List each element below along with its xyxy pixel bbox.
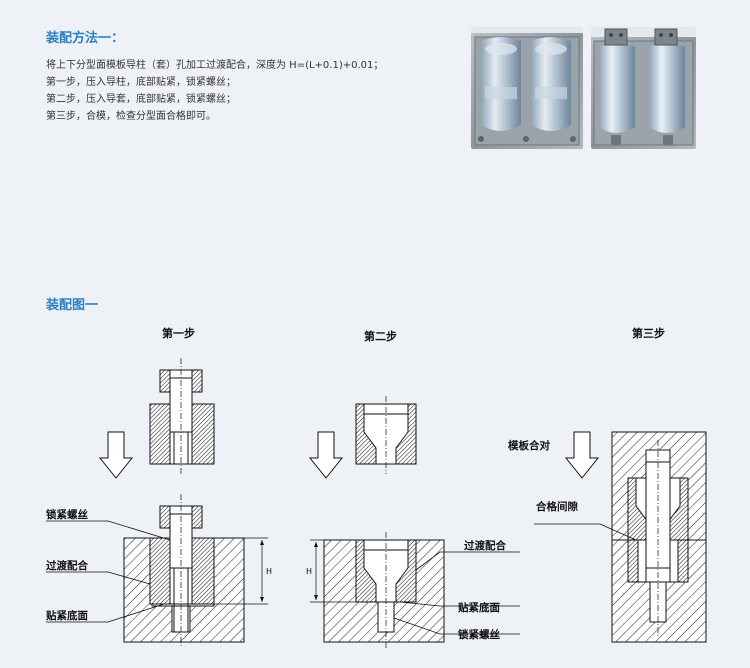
arrow-down-icon xyxy=(308,431,344,479)
label-transition-fit-1: 过渡配合 xyxy=(46,559,88,572)
method-line: 将上下分型面模板导柱（套）孔加工过渡配合，深度为 H=(L+0.1)+0.01； xyxy=(46,60,384,71)
step-3-title: 第三步 xyxy=(632,326,665,340)
method-line: 第一步，压入导柱，底部贴紧，锁紧螺丝； xyxy=(46,77,236,88)
guide-pin-part xyxy=(149,358,215,474)
label-plate-close: 模板合对 xyxy=(508,439,550,452)
method-steps: 将上下分型面模板导柱（套）孔加工过渡配合，深度为 H=(L+0.1)+0.01；… xyxy=(46,57,456,125)
arrow-down-icon xyxy=(98,431,134,479)
step2-assembly xyxy=(310,532,445,648)
label-gap-ok: 合格间隙 xyxy=(535,500,578,513)
mold-photo-left xyxy=(471,27,583,149)
section-title-assembly: 装配图一 xyxy=(46,298,99,313)
mold-photo-right xyxy=(591,27,696,149)
label-bottom-fit-1: 贴紧底面 xyxy=(45,609,88,622)
method-line: 第二步，压入导套，底部贴紧，锁紧螺丝； xyxy=(46,94,236,105)
step-2-title: 第二步 xyxy=(364,329,397,343)
arrow-down-icon xyxy=(564,431,600,479)
step3-assembly xyxy=(611,431,707,643)
step-1-title: 第一步 xyxy=(162,326,195,340)
dimension-h-label-2: H xyxy=(306,567,312,576)
section-title-method: 装配方法一： xyxy=(46,31,125,46)
label-lock-screw-2: 锁紧螺丝 xyxy=(458,628,500,641)
step1-assembly xyxy=(123,494,268,648)
dimension-h-label: H xyxy=(266,567,272,576)
label-bottom-fit-2: 贴紧底面 xyxy=(457,601,500,614)
label-lock-screw-1: 锁紧螺丝 xyxy=(46,508,88,521)
guide-bush-part xyxy=(355,396,417,474)
label-transition-fit-2: 过渡配合 xyxy=(464,539,506,552)
method-line: 第三步，合模，检查分型面合格即可。 xyxy=(46,111,216,122)
